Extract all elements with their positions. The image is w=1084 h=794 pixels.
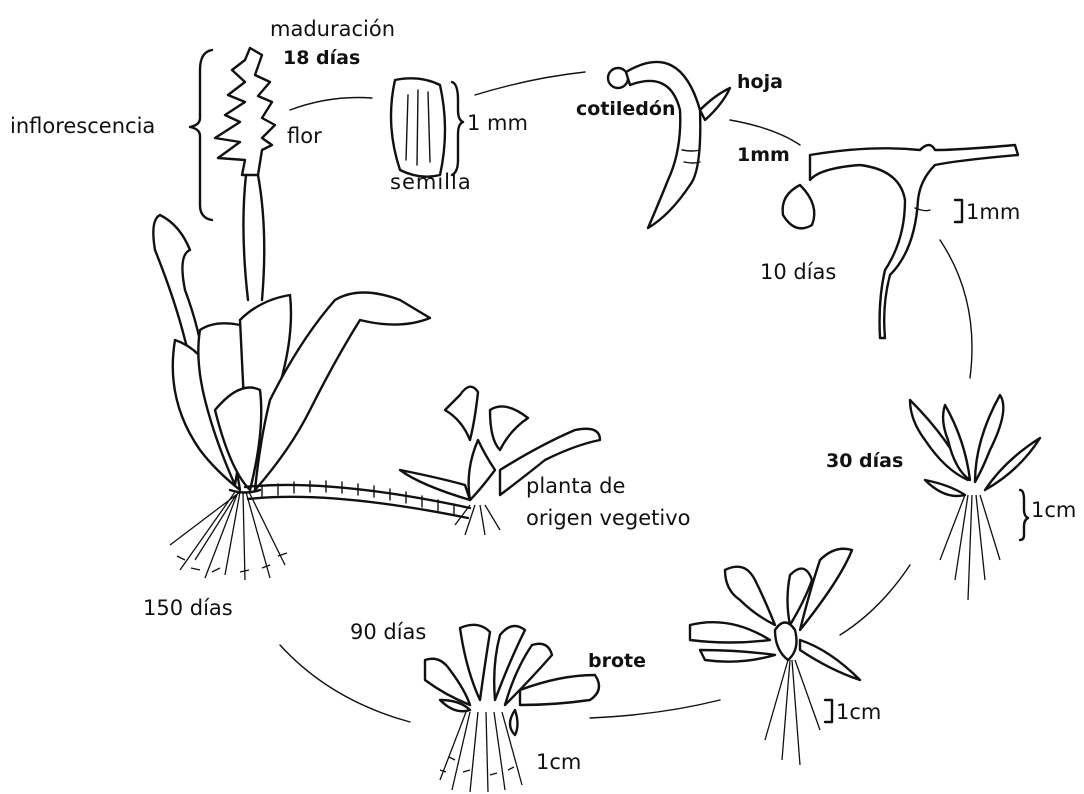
- label-planta-de: planta de: [526, 476, 625, 497]
- arc-seedling-to-30days: [940, 240, 972, 378]
- label-semilla: semilla: [390, 172, 472, 193]
- label-1mm-root: 1mm: [966, 202, 1020, 223]
- arc-90days-to-150days: [280, 645, 410, 722]
- inflorescence-bracket: [190, 50, 212, 220]
- label-1cm-120: 1cm: [836, 702, 881, 723]
- arc-flower-to-seed: [290, 98, 372, 111]
- flower-spike: [215, 48, 275, 300]
- label-origen-vegetivo: origen vegetivo: [526, 508, 691, 529]
- arc-seed-to-germination: [475, 72, 585, 95]
- label-cotiledon: cotiledón: [576, 100, 676, 119]
- label-150-dias: 150 días: [143, 598, 233, 619]
- label-1cm-30: 1cm: [1031, 500, 1076, 521]
- germinating-seed-drawing: [608, 62, 730, 228]
- label-1cm-90: 1cm: [536, 752, 581, 773]
- mature-plant-drawing: [153, 215, 430, 580]
- plant-30-days-drawing: [910, 395, 1040, 600]
- label-inflorescencia: inflorescencia: [10, 116, 155, 137]
- label-10-dias: 10 días: [760, 262, 836, 283]
- arc-germination-to-seedling: [730, 120, 800, 145]
- label-hoja: hoja: [737, 73, 783, 92]
- plant-120-days-drawing: [690, 549, 860, 765]
- label-1mm-seedling: 1mm: [737, 146, 790, 165]
- label-30-dias: 30 días: [826, 452, 903, 471]
- label-flor: flor: [287, 126, 322, 147]
- label-brote: brote: [588, 652, 646, 671]
- label-1mm-seed: 1 mm: [467, 113, 528, 134]
- seedling-drawing: [783, 145, 1018, 338]
- seed-drawing: [391, 78, 463, 176]
- label-maduracion: maduración: [270, 19, 395, 40]
- label-18-dias: 18 días: [283, 49, 360, 68]
- arc-120days-to-90days: [590, 700, 720, 718]
- label-90-dias: 90 días: [350, 622, 426, 643]
- arc-30days-to-120days: [840, 565, 910, 635]
